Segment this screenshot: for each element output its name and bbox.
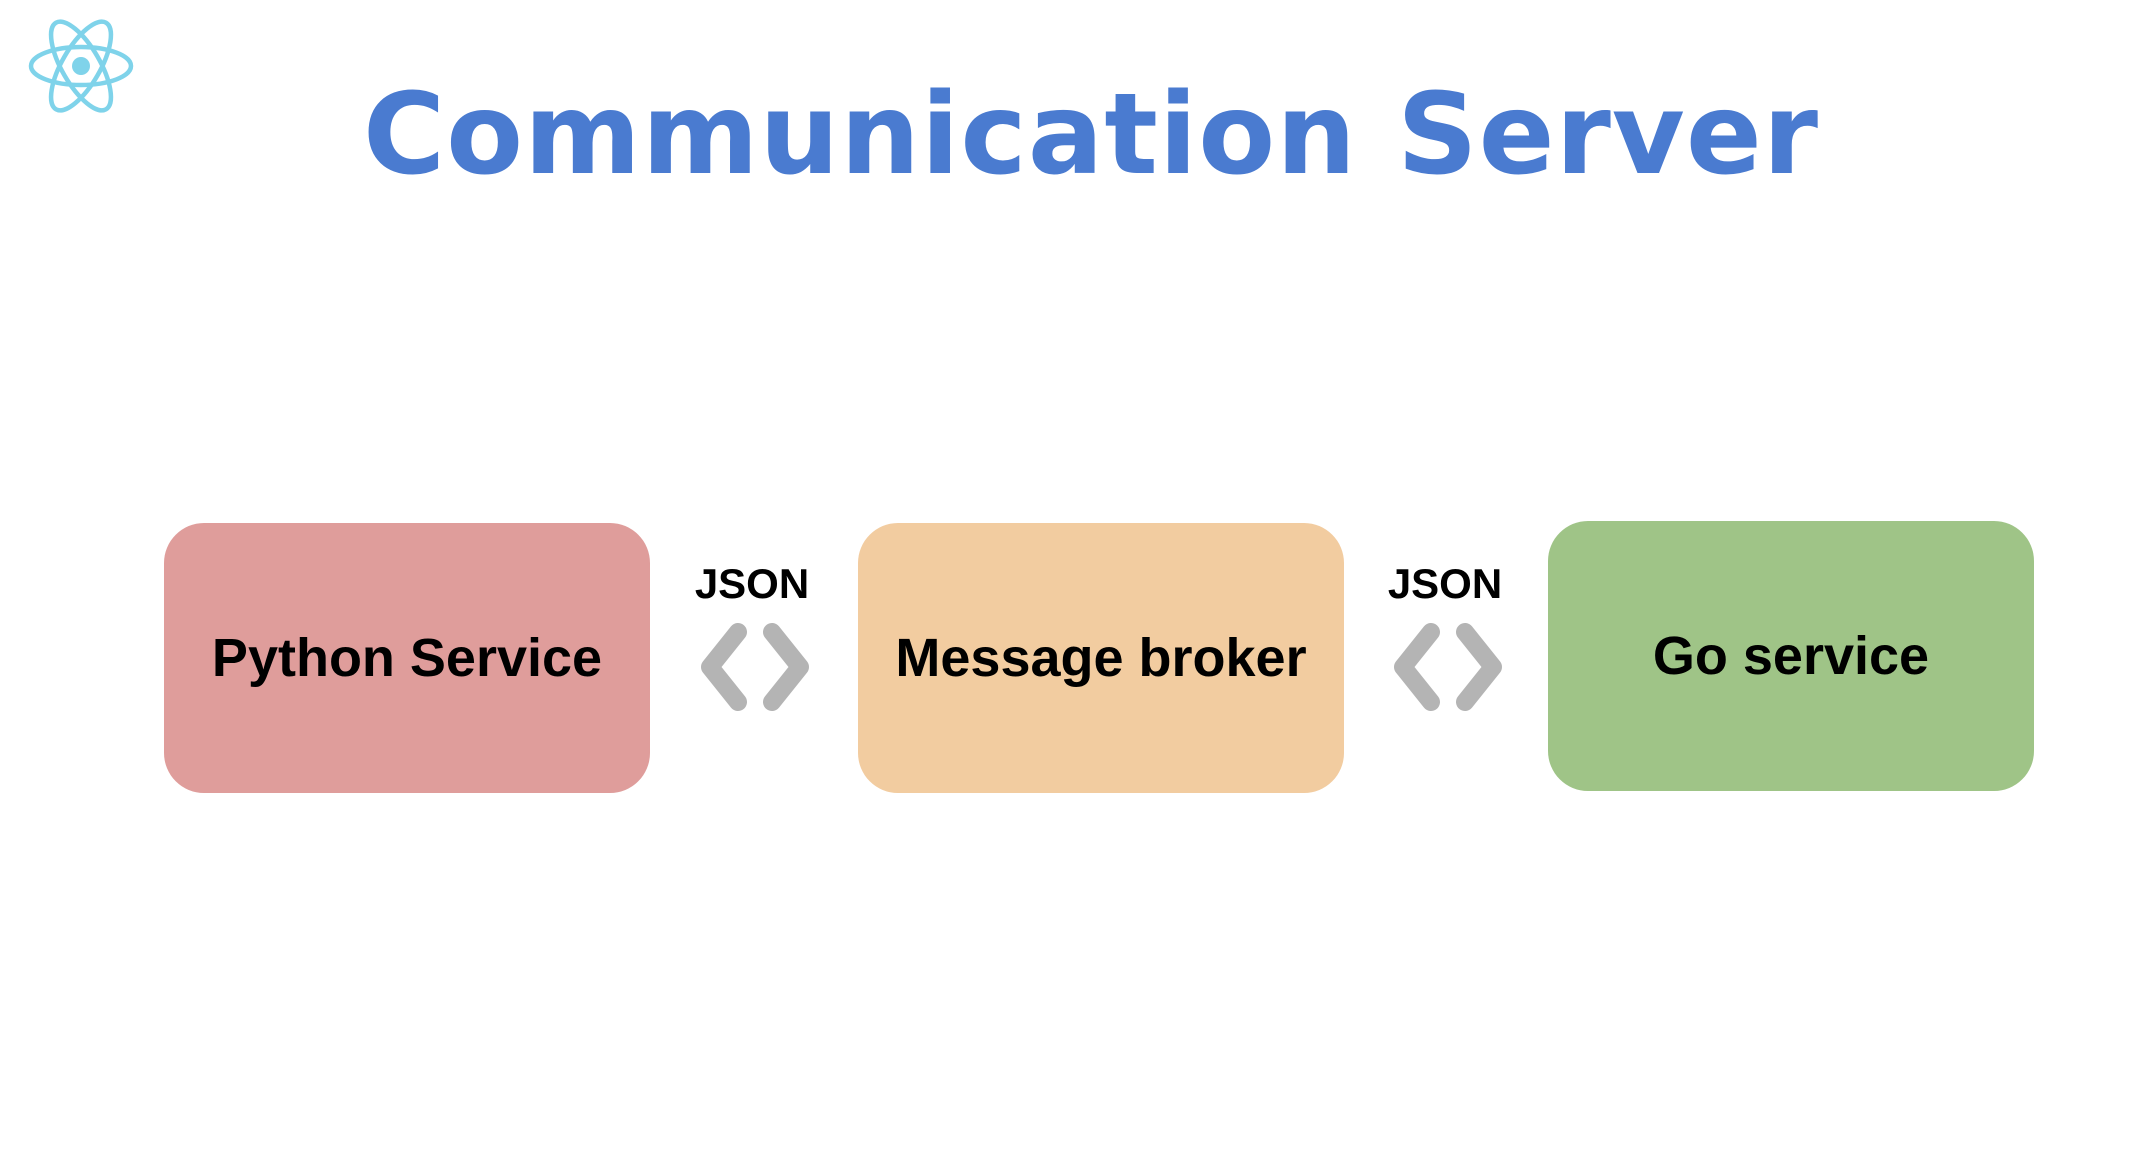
go-service-node: Go service	[1548, 521, 2034, 791]
go-service-label: Go service	[1652, 626, 1930, 686]
bidirectional-chevron-icon	[701, 623, 809, 711]
connector-broker-go: JSON	[1375, 556, 1515, 726]
python-service-node: Python Service	[164, 523, 650, 793]
react-atom-icon	[26, 16, 136, 116]
message-broker-label: Message broker	[895, 628, 1307, 688]
python-service-label: Python Service	[211, 628, 603, 688]
react-atom-icon-svg	[28, 19, 134, 113]
bidirectional-chevron-icon	[1394, 623, 1502, 711]
connector-label: JSON	[1387, 560, 1503, 607]
page-title: Communication Server	[362, 70, 1820, 200]
connector-python-broker: JSON	[682, 556, 822, 726]
message-broker-node: Message broker	[858, 523, 1344, 793]
connector-label: JSON	[694, 560, 810, 607]
